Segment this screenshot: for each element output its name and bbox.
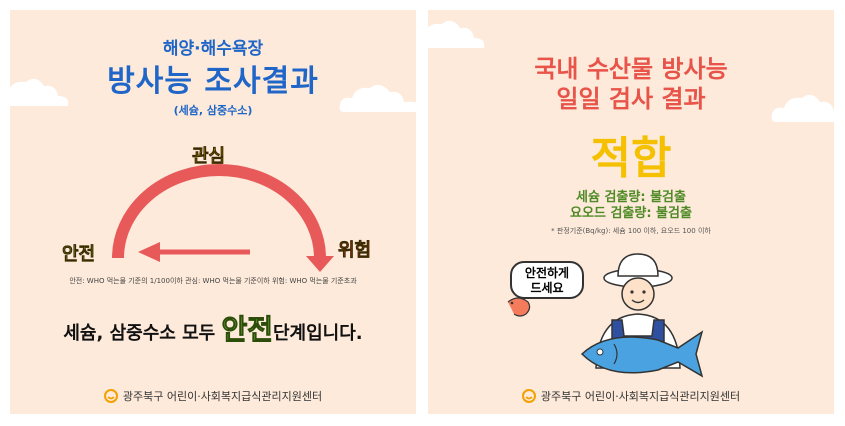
statement-after: 단계입니다. [273, 323, 363, 344]
detail-cesium: 세슘 검출량: 불검출 [576, 190, 686, 205]
statement-highlight: 안전 [221, 313, 274, 347]
footer: 광주북구 어린이·사회복지급식관리지원센터 [10, 388, 416, 404]
title-line1: 국내 수산물 방사능 [534, 55, 728, 83]
bubble-line1: 안전하게 [524, 266, 570, 280]
radiation-survey-card: 해양·해수욕장 방사능 조사결과 (세슘, 삼중수소) 안전 관심 위험 안전:… [10, 10, 416, 414]
footer-text: 광주북구 어린이·사회복지급식관리지원센터 [540, 390, 741, 403]
title-line1: 해양·해수욕장 [162, 39, 264, 59]
page-title: 국내 수산물 방사능 일일 검사 결과 [428, 54, 834, 114]
cloud-icon [10, 78, 69, 106]
fish-icon [580, 330, 704, 378]
level-concern-label: 관심 [192, 146, 226, 168]
title-line2: 일일 검사 결과 [556, 85, 706, 113]
result-label: 적합 [590, 133, 672, 184]
speech-bubble: 안전하게 드세요 [510, 261, 584, 299]
cloud-icon [339, 84, 416, 112]
level-danger-label: 위험 [338, 240, 372, 262]
footer: 광주북구 어린이·사회복지급식관리지원센터 [428, 388, 834, 404]
level-arc [112, 164, 326, 259]
detail-text: 세슘 검출량: 불검출 요오드 검출량: 불검출 [428, 190, 834, 222]
footer-text: 광주북구 어린이·사회복지급식관리지원센터 [122, 390, 323, 403]
smile-logo-icon [103, 389, 118, 403]
result-statement: 세슘, 삼중수소 모두 안전단계입니다. [10, 308, 416, 348]
page-title: 방사능 조사결과 [107, 64, 319, 99]
left-arrow-head [138, 242, 160, 262]
level-legend: 안전: WHO 먹는물 기준의 1/100이하 관심: WHO 먹는물 기준이하… [69, 277, 357, 285]
detail-iodine: 요오드 검출량: 불검출 [570, 206, 692, 221]
bubble-line2: 드세요 [530, 281, 564, 295]
smile-logo-icon [521, 389, 536, 403]
level-arc-diagram [112, 164, 334, 272]
statement-before: 세슘, 삼중수소 모두 [63, 323, 222, 344]
cloud-icon [771, 94, 834, 122]
seafood-test-card: 국내 수산물 방사능 일일 검사 결과 적합 세슘 검출량: 불검출 요오드 검… [428, 10, 834, 414]
arc-arrowhead [306, 256, 334, 272]
criteria-note: * 판정기준(Bq/kg): 세슘 100 이하, 요오드 100 이하 [551, 227, 711, 235]
level-safe-label: 안전 [62, 244, 96, 266]
subtitle: (세슘, 삼중수소) [173, 104, 253, 117]
cloud-icon [428, 20, 485, 48]
